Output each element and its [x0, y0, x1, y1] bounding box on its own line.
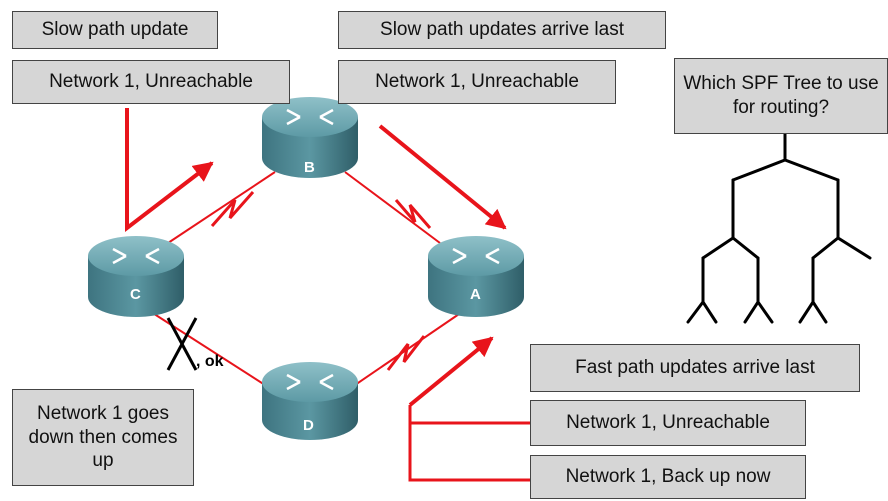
router-d-label: D — [303, 417, 314, 434]
link-c-b-serial-icon — [210, 191, 255, 227]
fast-path-arrive-last-label: Fast path updates arrive last — [530, 344, 860, 392]
fast-update-arrow — [408, 336, 494, 407]
fast-update-bracket — [408, 405, 530, 482]
slow-path-network-unreachable-right: Network 1, Unreachable — [338, 60, 616, 104]
slow-path-arrive-last-label: Slow path updates arrive last — [338, 11, 666, 49]
slow-update-arrow-left — [125, 108, 214, 233]
slow-path-network-unreachable-left: Network 1, Unreachable — [12, 60, 290, 104]
link-c-b — [167, 171, 276, 244]
router-a[interactable]: A — [428, 236, 524, 317]
router-b[interactable]: B — [262, 97, 358, 178]
link-c-d — [147, 309, 266, 386]
fast-path-network-back-up: Network 1, Back up now — [530, 455, 806, 499]
router-c-label: C — [130, 286, 141, 303]
spf-tree-icon — [686, 131, 872, 324]
update-arrows — [125, 108, 530, 482]
router-d[interactable]: D — [262, 362, 358, 440]
router-a-label: A — [470, 286, 481, 303]
link-ok-note: , ok — [196, 353, 224, 370]
router-a-arrows-icon — [452, 247, 500, 265]
slow-path-update-label: Slow path update — [12, 11, 218, 49]
slow-update-arrow-right — [378, 124, 507, 230]
link-b-a — [344, 171, 441, 244]
spf-question-label: Which SPF Tree to use for routing? — [674, 58, 888, 134]
router-d-arrows-icon — [286, 373, 334, 391]
link-failure-x-icon — [166, 317, 198, 371]
router-b-label: B — [304, 159, 315, 176]
link-b-a-serial-icon — [394, 199, 432, 229]
links — [147, 171, 463, 386]
router-b-arrows-icon — [286, 108, 334, 126]
fast-path-network-unreachable: Network 1, Unreachable — [530, 400, 806, 446]
router-c-arrows-icon — [112, 247, 160, 265]
router-c[interactable]: C — [88, 236, 184, 317]
link-d-a-serial-icon — [386, 335, 426, 371]
network-down-note: Network 1 goes down then comes up — [12, 389, 194, 486]
